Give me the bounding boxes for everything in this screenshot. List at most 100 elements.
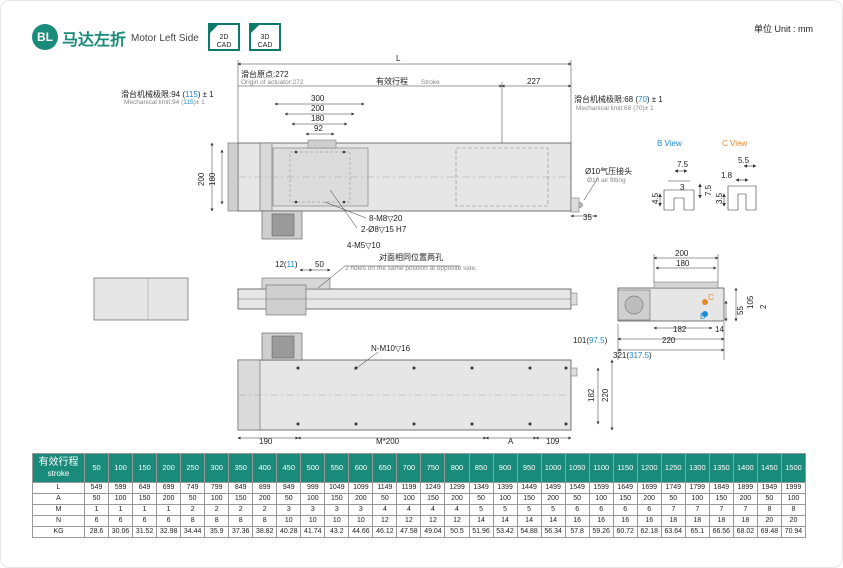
table-cell: 1199 (396, 482, 422, 494)
table-cell: 150 (420, 493, 446, 505)
table-cell: 8 (252, 515, 278, 527)
dim-35: 35 (583, 213, 592, 222)
table-cell: 12 (420, 515, 446, 527)
stroke-label: 有效行程 (376, 76, 408, 86)
table-cell: 8 (780, 504, 807, 516)
table-cell: 849 (228, 482, 254, 494)
dim-300: 300 (311, 94, 325, 103)
table-cell: 1 (132, 504, 158, 516)
stroke-header-cell: 750 (420, 453, 446, 483)
bottom-dim-220: 220 (601, 388, 610, 402)
air-fitting-label-en: Ø10 air fitting (587, 177, 626, 184)
table-cell: 4 (444, 504, 470, 516)
table-cell: 1799 (684, 482, 710, 494)
side-view (93, 277, 578, 321)
table-cell: 66.56 (708, 526, 734, 538)
table-cell: 10 (300, 515, 326, 527)
stroke-header-cell: 950 (516, 453, 542, 483)
stroke-header-cell: 50 (83, 453, 110, 483)
table-cell: 50 (756, 493, 782, 505)
table-cell: 14 (468, 515, 494, 527)
table-cell: 62.18 (636, 526, 662, 538)
table-cell: 799 (204, 482, 230, 494)
end-dim-2: 2 (759, 304, 768, 309)
table-cell: 40.28 (276, 526, 302, 538)
limit-left-label-en: Mechanical limit:94 (115)± 1 (124, 99, 205, 106)
end-dim-200: 200 (675, 249, 689, 258)
title-english: Motor Left Side (131, 33, 199, 44)
folded-corner-icon (210, 25, 218, 33)
stroke-header-cell: 700 (396, 453, 422, 483)
table-cell: 899 (252, 482, 278, 494)
table-cell: 12 (396, 515, 422, 527)
b-dim-75: 7.5 (677, 160, 689, 169)
table-cell: 1 (83, 504, 110, 516)
row-label: M (32, 504, 85, 516)
table-cell: 12 (444, 515, 470, 527)
cad-2d-button[interactable]: 2D CAD (208, 23, 240, 51)
mark-c: C (708, 293, 714, 302)
table-cell: 14 (492, 515, 518, 527)
table-cell: 8 (228, 515, 254, 527)
stroke-header-cell: 1300 (684, 453, 710, 483)
table-cell: 16 (588, 515, 614, 527)
dim-h200: 200 (197, 172, 206, 186)
cad-3d-button[interactable]: 3D CAD (249, 23, 281, 51)
stroke-header-cell: 1200 (636, 453, 662, 483)
table-cell: 63.64 (660, 526, 686, 538)
bottom-dim-109: 109 (546, 437, 560, 446)
bottom-dim-190: 190 (259, 437, 273, 446)
bottom-dim-m200: M*200 (376, 437, 400, 446)
end-dim-220: 220 (662, 336, 676, 345)
table-cell: 69.48 (756, 526, 782, 538)
table-cell: 200 (540, 493, 566, 505)
table-cell: 5 (468, 504, 494, 516)
b-view-detail (658, 169, 702, 211)
table-cell: 18 (660, 515, 686, 527)
table-cell: 49.04 (420, 526, 446, 538)
table-cell: 6 (108, 515, 134, 527)
table-cell: 999 (300, 482, 326, 494)
holes-dia8: 2-Ø8▽15 H7 (361, 225, 407, 234)
table-cell: 59.26 (588, 526, 614, 538)
table-cell: 14 (516, 515, 542, 527)
table-cell: 4 (420, 504, 446, 516)
table-cell: 1149 (372, 482, 398, 494)
c-dim-18: 1.8 (721, 171, 733, 180)
table-cell: 68.02 (732, 526, 758, 538)
folded-corner-icon (251, 25, 259, 33)
stroke-header-cell: 900 (492, 453, 518, 483)
table-cell: 10 (348, 515, 374, 527)
table-cell: 6 (83, 515, 110, 527)
origin-label-en: Origin of actuator:272 (241, 79, 304, 86)
table-cell: 1499 (540, 482, 566, 494)
table-cell: 32.98 (156, 526, 182, 538)
table-cell: 31.52 (132, 526, 158, 538)
table-cell: 200 (156, 493, 182, 505)
stroke-header-cell: 250 (180, 453, 206, 483)
unit-label: 单位 Unit : mm (753, 24, 813, 34)
table-cell: 50 (660, 493, 686, 505)
table-cell: 150 (516, 493, 542, 505)
table-cell: 20 (780, 515, 807, 527)
end-dim-55: 55 (736, 306, 745, 315)
table-cell: 7 (732, 504, 758, 516)
table-cell: 2 (252, 504, 278, 516)
table-cell: 47.58 (396, 526, 422, 538)
dim-L: L (396, 54, 401, 63)
cad-3d-label: 3D (260, 34, 270, 41)
dim-200: 200 (311, 104, 325, 113)
table-cell: 8 (180, 515, 206, 527)
table-cell: 10 (324, 515, 350, 527)
table-cell: 100 (300, 493, 326, 505)
table-cell: 100 (588, 493, 614, 505)
stroke-header-cell: 450 (276, 453, 302, 483)
table-cell: 4 (372, 504, 398, 516)
top-dimensions (210, 60, 599, 229)
stroke-header-cell: 600 (348, 453, 374, 483)
dim-h180: 180 (208, 172, 217, 186)
